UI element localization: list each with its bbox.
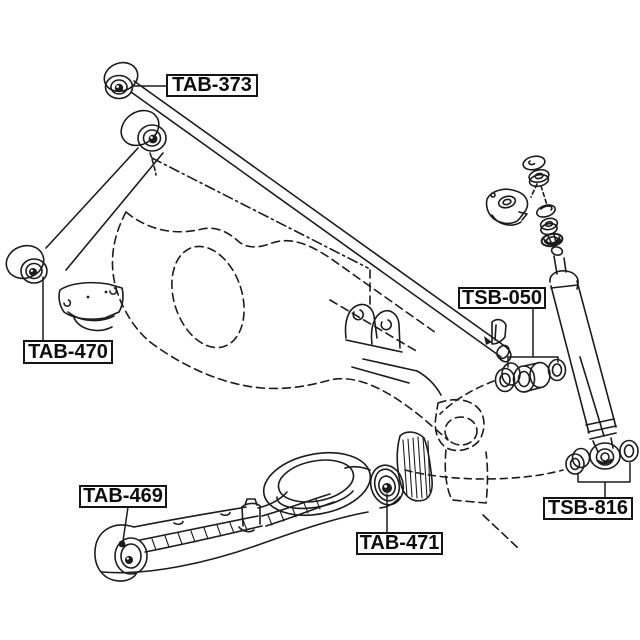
- part-label-tsb-050: TSB-050: [458, 287, 546, 309]
- bump-stop-bracket: [58, 281, 124, 332]
- axle-housing-outline: [111, 211, 519, 549]
- cup-washer: [540, 232, 564, 248]
- shock-absorber: [549, 246, 621, 470]
- part-label-tab-470: TAB-470: [23, 340, 113, 364]
- leader-tab-469: [122, 506, 129, 542]
- axle-spring-seat-tabs: [344, 303, 403, 353]
- bushing-set-tsb-050: [494, 358, 567, 393]
- part-number-text: TAB-470: [28, 340, 108, 363]
- part-number-text: TSB-816: [547, 497, 629, 519]
- bushing-tab-373: [103, 61, 139, 100]
- knuckle-bracket: [396, 431, 433, 502]
- bushing-set-tsb-816: [565, 439, 639, 475]
- lower-control-arm: [94, 452, 405, 582]
- lateral-rod: [103, 61, 512, 363]
- arm-clamp-bracket: [238, 498, 261, 533]
- leader-tsb-816: [577, 462, 631, 498]
- part-label-tab-373: TAB-373: [166, 74, 258, 97]
- shock-eye-bushing: [589, 442, 621, 470]
- part-label-tab-471: TAB-471: [356, 532, 443, 555]
- shock-top-mount-stack: [485, 155, 564, 248]
- part-number-text: TAB-469: [83, 485, 163, 507]
- part-number-text: TAB-373: [172, 74, 252, 96]
- leader-tsb-050: [507, 308, 559, 368]
- part-number-text: TAB-471: [359, 532, 440, 554]
- axle-tube-end: [351, 358, 442, 396]
- leader-lines: [42, 85, 631, 542]
- part-label-tsb-816: TSB-816: [543, 497, 633, 520]
- rod-mount-flag-bracket: [484, 318, 507, 345]
- part-label-tab-469: TAB-469: [79, 485, 167, 508]
- shock-mount-bracket: [485, 188, 529, 226]
- bushing-tab-469: [114, 537, 148, 575]
- part-number-text: TSB-050: [461, 286, 543, 309]
- upper-control-arm: [5, 109, 167, 284]
- bushing-tab-471: [369, 464, 405, 506]
- bushing-tab-470: [5, 244, 48, 284]
- bushing-upper-arm-top: [120, 109, 167, 152]
